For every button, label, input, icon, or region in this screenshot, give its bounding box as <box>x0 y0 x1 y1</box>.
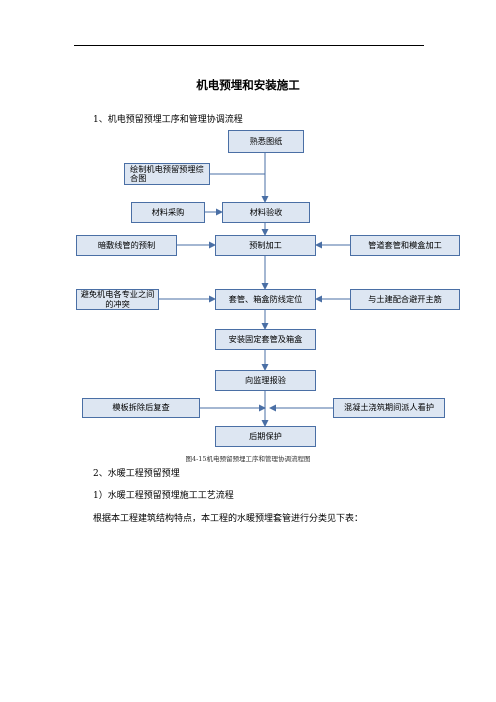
flow-step-positioning: 套管、箱盒防线定位 <box>215 289 316 310</box>
subsection-heading: 1）水暖工程预留预埋施工工艺流程 <box>93 491 234 501</box>
flow-step-read-drawings: 熟悉图纸 <box>228 130 304 153</box>
flow-step-later-protection: 后期保护 <box>215 426 316 447</box>
figure-caption: 图4-15机电预留预埋工序和管理协调流程图 <box>185 455 311 463</box>
flow-step-recheck-after-formwork: 模板拆除后复查 <box>82 398 200 418</box>
flow-step-avoid-conflicts: 避免机电各专业之间的冲突 <box>76 289 159 310</box>
body-paragraph: 根据本工程建筑结构特点，本工程的水暖预埋套管进行分类见下表： <box>93 514 364 524</box>
page-title: 机电预埋和安装施工 <box>196 78 300 92</box>
flow-step-conduit-prefab: 暗敷线管的预制 <box>76 235 177 256</box>
flow-step-report-supervisor: 向监理报验 <box>215 370 316 391</box>
flow-step-material-purchase: 材料采购 <box>131 202 205 223</box>
flow-step-avoid-rebar: 与土建配合避开主筋 <box>350 289 460 310</box>
flow-step-material-inspection: 材料验收 <box>222 202 310 223</box>
flow-step-prefab-processing: 预制加工 <box>215 235 316 256</box>
flow-step-install-fix: 安装固定套管及箱盒 <box>215 329 316 350</box>
flow-step-guard-during-pour: 混凝土浇筑期间派人看护 <box>333 398 445 418</box>
flow-step-sleeve-box-processing: 管道套管和模盒加工 <box>350 235 460 256</box>
header-rule <box>74 45 424 46</box>
flow-step-draw-composite-plan: 绘制机电预留预埋综合图 <box>124 163 210 185</box>
section-heading-2: 2、水暖工程预留预埋 <box>93 469 180 479</box>
section-heading-1: 1、机电预留预埋工序和管理协调流程 <box>93 115 243 125</box>
